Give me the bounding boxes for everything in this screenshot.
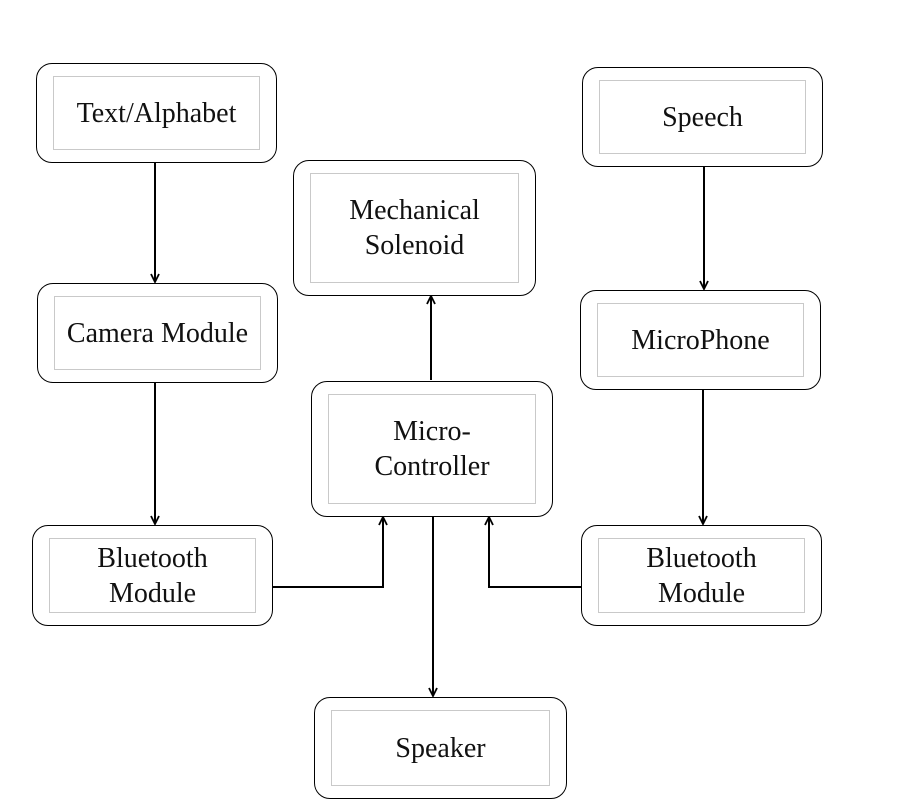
- node-micro-controller: Micro- Controller: [311, 381, 553, 517]
- node-bluetooth-module-left-inner: Bluetooth Module: [49, 538, 256, 613]
- node-micro-controller-line1: Micro-: [393, 416, 471, 447]
- node-mechanical-solenoid-line2: Solenoid: [364, 230, 465, 261]
- node-bluetooth-module-left-label: Bluetooth Module: [97, 541, 207, 611]
- node-mechanical-solenoid: Mechanical Solenoid: [293, 160, 536, 296]
- node-bluetooth-module-left-line2: Module: [108, 577, 197, 609]
- node-micro-controller-label: Micro- Controller: [374, 414, 489, 484]
- node-speech: Speech: [582, 67, 823, 167]
- node-mechanical-solenoid-line1: Mechanical: [349, 195, 480, 226]
- node-micro-controller-inner: Micro- Controller: [328, 394, 536, 504]
- node-mechanical-solenoid-inner: Mechanical Solenoid: [310, 173, 519, 283]
- node-speaker-label: Speaker: [395, 732, 486, 764]
- node-text-alphabet: Text/Alphabet: [36, 63, 277, 163]
- node-microphone-label: MicroPhone: [631, 324, 770, 356]
- node-camera-module-inner: Camera Module: [54, 296, 261, 370]
- node-text-alphabet-label: Text/Alphabet: [76, 97, 237, 129]
- node-microphone: MicroPhone: [580, 290, 821, 390]
- node-bluetooth-module-right-line1: Bluetooth: [646, 542, 757, 574]
- node-bluetooth-module-left-line1: Bluetooth: [97, 542, 208, 574]
- node-camera-module-label: Camera Module: [66, 317, 249, 349]
- node-text-alphabet-inner: Text/Alphabet: [53, 76, 260, 150]
- node-bluetooth-module-right-inner: Bluetooth Module: [598, 538, 805, 613]
- node-mechanical-solenoid-label: Mechanical Solenoid: [349, 193, 480, 263]
- node-speaker: Speaker: [314, 697, 567, 799]
- node-bluetooth-module-right: Bluetooth Module: [581, 525, 822, 626]
- edge-bluetooth-right-to-controller: [489, 517, 581, 588]
- node-speech-inner: Speech: [599, 80, 806, 154]
- node-microphone-inner: MicroPhone: [597, 303, 804, 377]
- node-bluetooth-module-right-label: Bluetooth Module: [646, 541, 756, 611]
- node-speech-label: Speech: [662, 101, 743, 133]
- node-micro-controller-line2: Controller: [374, 451, 490, 482]
- node-speaker-inner: Speaker: [331, 710, 550, 786]
- node-camera-module: Camera Module: [37, 283, 278, 383]
- edge-bluetooth-left-to-controller: [273, 517, 383, 588]
- node-bluetooth-module-right-line2: Module: [657, 577, 746, 609]
- node-bluetooth-module-left: Bluetooth Module: [32, 525, 273, 626]
